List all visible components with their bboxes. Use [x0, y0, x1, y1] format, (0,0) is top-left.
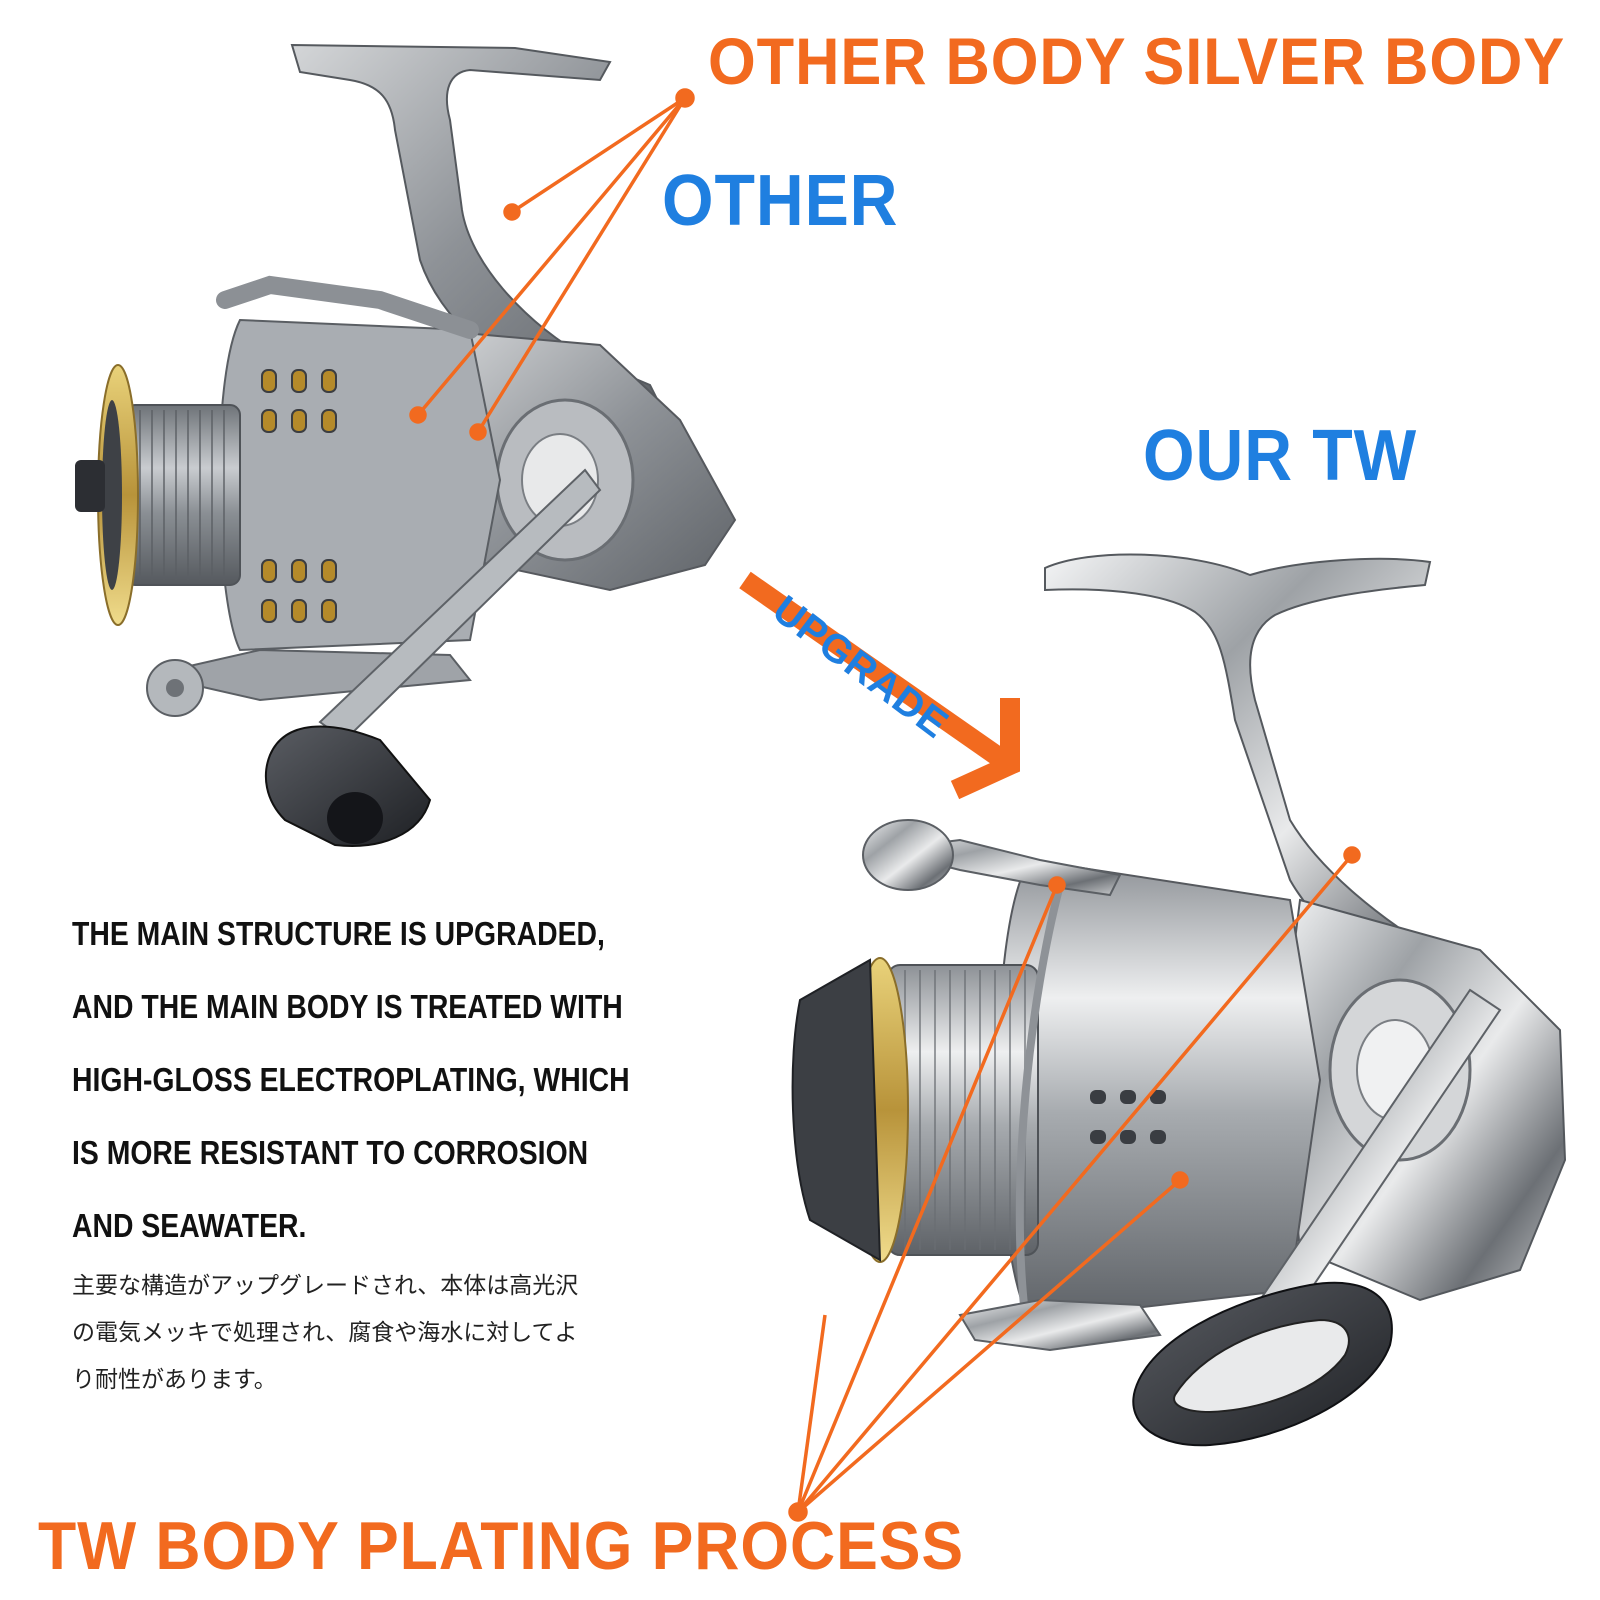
our-reel-spool-cap	[791, 958, 882, 1262]
other-reel-bail-arm	[216, 275, 479, 339]
arrow-down-right-icon	[739, 571, 1020, 800]
description-jp-line: り耐性があります。	[72, 1367, 277, 1393]
other-reel-spool	[124, 404, 241, 586]
description-jp-line: の電気メッキで処理され、腐食や海水に対してよ	[72, 1320, 578, 1346]
our-reel-drag-holes	[1090, 1090, 1166, 1144]
callout-lines-ours	[788, 846, 1361, 1522]
other-reel-spool-grooves	[139, 410, 225, 580]
other-reel-drag-holes	[261, 369, 337, 623]
top-heading: OTHER BODY SILVER BODY	[708, 24, 1566, 98]
description-line: THE MAIN STRUCTURE IS UPGRADED,	[72, 915, 605, 952]
description-line: IS MORE RESISTANT TO CORROSION	[72, 1134, 589, 1171]
callout-lines-other	[409, 88, 695, 441]
bottom-heading: TW BODY PLATING PROCESS	[38, 1508, 965, 1584]
description-line: AND THE MAIN BODY IS TREATED WITH	[72, 988, 623, 1025]
other-reel-handle-knob	[264, 725, 432, 847]
our-reel-bail-wire	[1015, 881, 1064, 1319]
description-jp-line: 主要な構造がアップグレードされ、本体は高光沢	[72, 1273, 579, 1299]
label-other: OTHER	[662, 161, 899, 241]
label-our-tw: OUR TW	[1143, 416, 1418, 496]
other-reel-image	[75, 43, 737, 847]
our-reel-line-roller	[862, 819, 954, 891]
description-line: HIGH-GLOSS ELECTROPLATING, WHICH	[72, 1061, 630, 1098]
description-line: AND SEAWATER.	[72, 1207, 307, 1244]
our-tw-reel-image	[791, 553, 1567, 1447]
